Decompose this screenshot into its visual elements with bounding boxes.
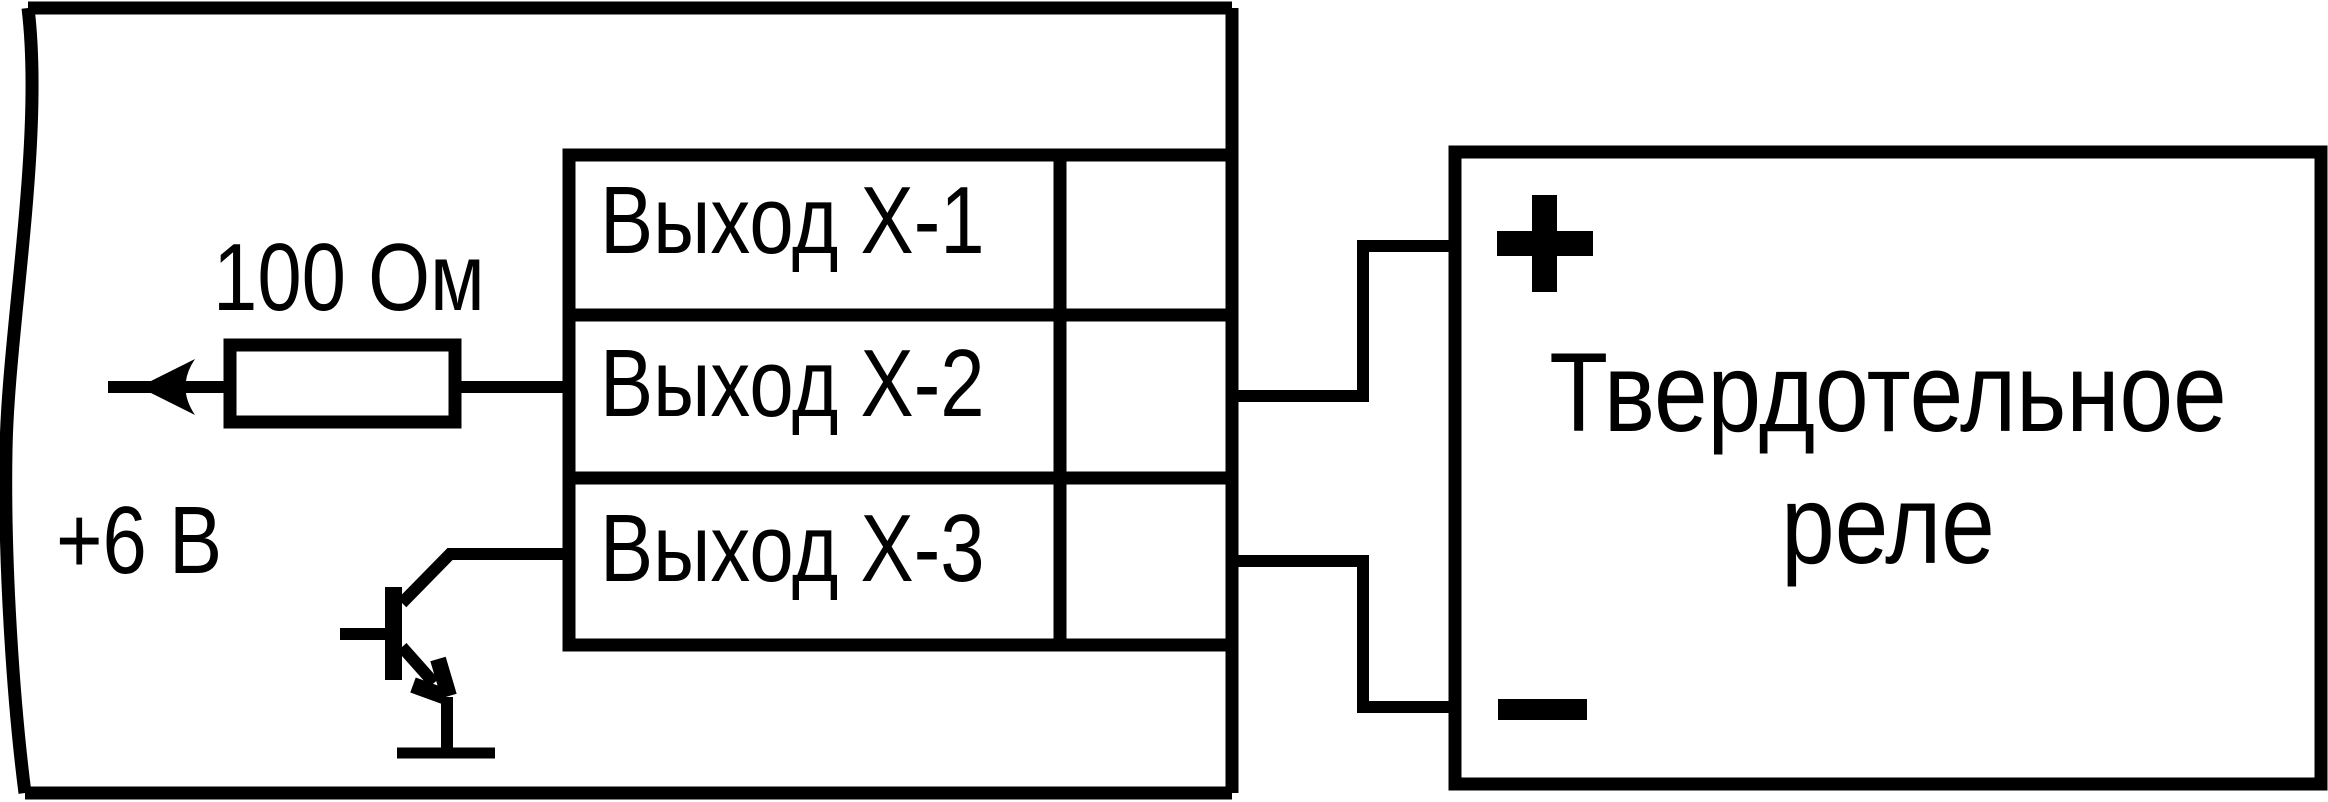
transistor-emitter-wire xyxy=(397,643,439,687)
transistor-base-bar xyxy=(385,587,402,680)
relay-box xyxy=(1448,145,2328,791)
plus-terminal-icon xyxy=(1497,195,1593,292)
transistor-symbol xyxy=(340,548,575,759)
output-arrowhead-icon xyxy=(139,359,195,415)
terminal-block-frame xyxy=(562,148,1239,652)
relay-title-line2: реле xyxy=(1781,462,1995,587)
device-torn-edge xyxy=(0,7,39,794)
transistor-emitter-arrow-icon xyxy=(410,656,457,705)
resistor-value-label: 100 Ом xyxy=(213,224,485,331)
device-outline xyxy=(0,1,1239,800)
relay-plus-wire xyxy=(1232,240,1462,402)
resistor-symbol xyxy=(223,338,462,429)
relay-minus-wire xyxy=(1232,555,1462,713)
terminal-label-x2: Выход Х-2 xyxy=(600,330,985,437)
minus-terminal-icon xyxy=(1498,699,1587,720)
terminal-label-x3: Выход Х-3 xyxy=(600,495,985,602)
relay-title-line1: Твердотельное xyxy=(1549,330,2227,455)
relay-title: Твердотельное реле xyxy=(1516,327,2261,591)
terminal-block xyxy=(562,148,1239,652)
terminal-label-x1: Выход Х-1 xyxy=(600,167,985,274)
transistor-collector-wire xyxy=(397,548,575,608)
supply-voltage-label: +6 В xyxy=(56,487,223,594)
